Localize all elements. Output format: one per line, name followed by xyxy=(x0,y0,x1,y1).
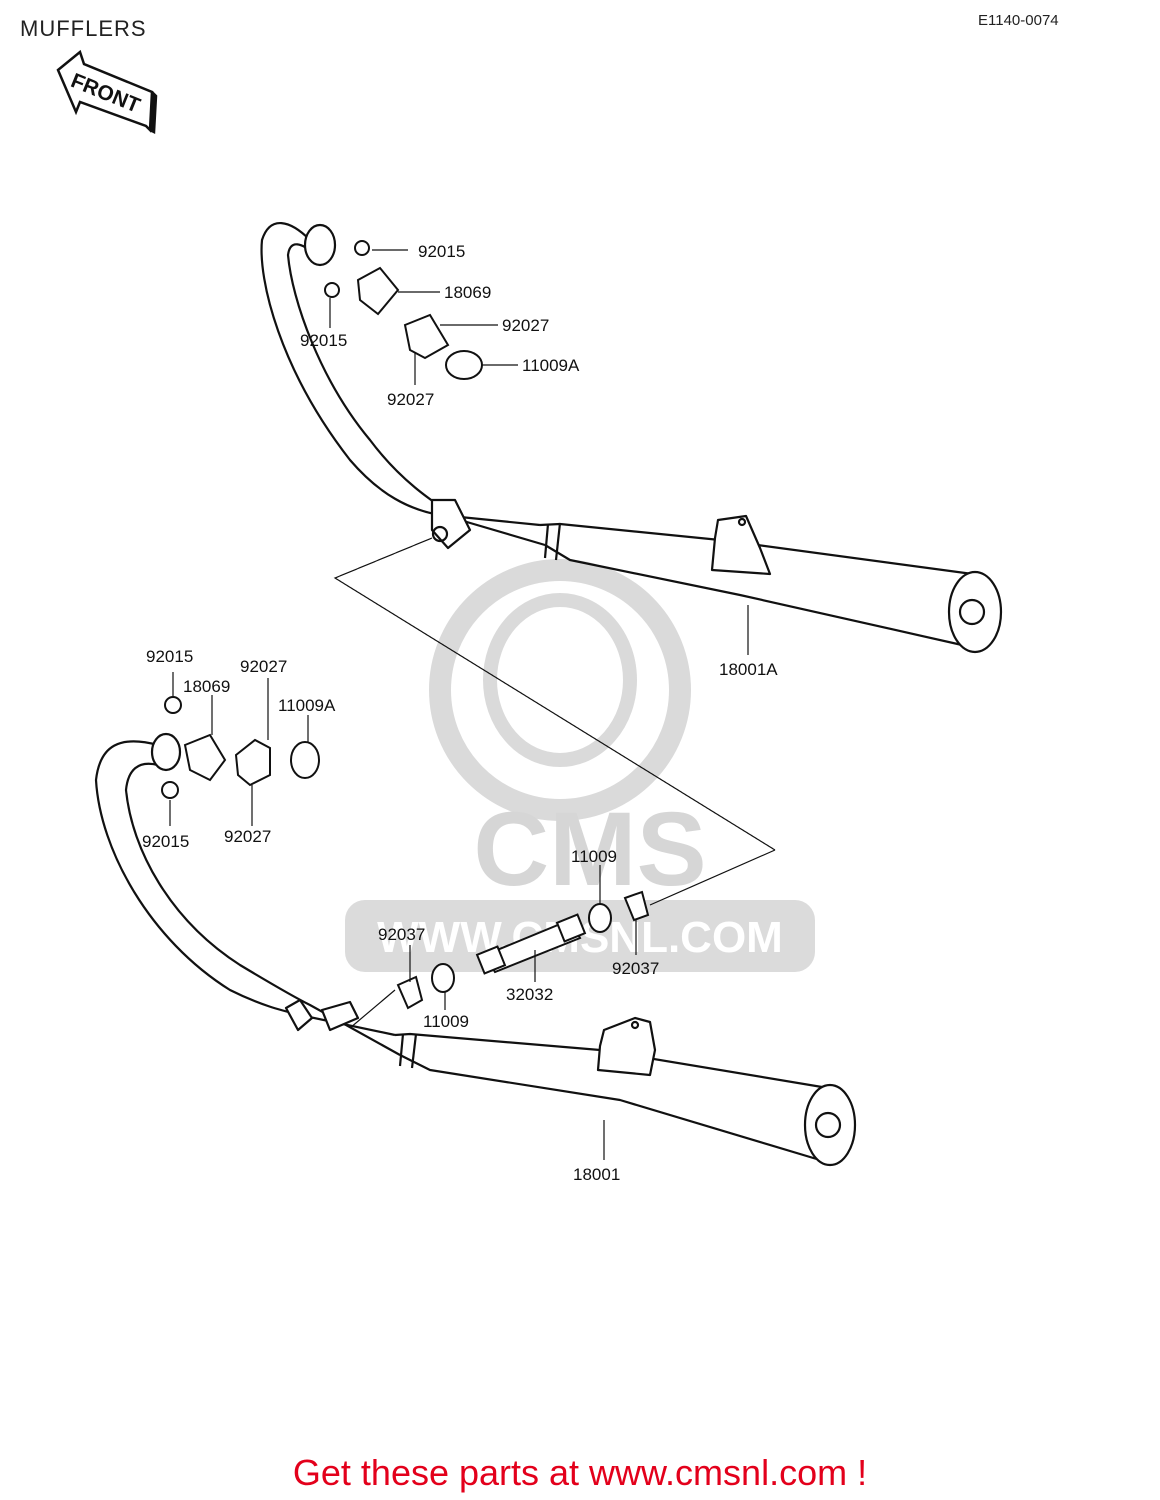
collet-92027-lower xyxy=(234,738,271,787)
part-label: 92027 xyxy=(224,827,271,846)
watermark: CMS WWW.CMSNL.COM xyxy=(345,559,815,972)
balancer-pipe-32032 xyxy=(475,913,587,975)
part-label: 92015 xyxy=(142,832,189,851)
flange-18069-upper xyxy=(356,266,400,316)
nut-92015-lower-a xyxy=(164,696,182,714)
part-label: 92037 xyxy=(378,925,425,944)
part-label: 92015 xyxy=(146,647,193,666)
nut-92015-upper-b xyxy=(324,282,340,298)
get-parts-link-text[interactable]: Get these parts at www.cmsnl.com ! xyxy=(292,1452,868,1493)
part-labels: 92015 18069 92027 11009A 92015 92027 180… xyxy=(142,242,778,1184)
upper-muffler xyxy=(260,222,1003,654)
leader-lines xyxy=(169,249,776,1160)
lower-flange-parts xyxy=(161,696,320,799)
clamps-92037 xyxy=(396,890,650,1010)
lower-muffler xyxy=(94,732,857,1167)
part-label: 18001A xyxy=(719,660,778,679)
part-label: 92037 xyxy=(612,959,659,978)
part-label: 18001 xyxy=(573,1165,620,1184)
flange-18069-lower xyxy=(183,733,227,782)
gasket-11009A-upper xyxy=(445,350,483,380)
front-arrow-icon: FRONT xyxy=(56,49,158,134)
part-label: 92027 xyxy=(240,657,287,676)
part-label: 92027 xyxy=(387,390,434,409)
part-label: 32032 xyxy=(506,985,553,1004)
part-label: 11009A xyxy=(522,356,580,375)
collet-92027-upper xyxy=(403,313,450,360)
upper-flange-parts xyxy=(324,240,483,380)
nut-92015-upper-a xyxy=(354,240,370,256)
part-label: 18069 xyxy=(444,283,491,302)
page-title: MUFFLERS xyxy=(20,16,147,41)
part-label: 92015 xyxy=(300,331,347,350)
watermark-brand: CMS xyxy=(473,791,706,908)
diagram-reference-code: E1140-0074 xyxy=(978,12,1059,29)
collars-11009 xyxy=(431,903,612,993)
part-label: 92027 xyxy=(502,316,549,335)
get-parts-link[interactable]: Get these parts at www.cmsnl.com ! xyxy=(0,1452,1160,1494)
nut-92015-lower-b xyxy=(161,781,179,799)
part-label: 11009 xyxy=(571,847,617,866)
part-label: 11009A xyxy=(278,696,336,715)
gasket-11009A-lower xyxy=(290,741,320,779)
part-label: 18069 xyxy=(183,677,230,696)
part-label: 11009 xyxy=(423,1012,469,1031)
part-label: 92015 xyxy=(418,242,465,261)
